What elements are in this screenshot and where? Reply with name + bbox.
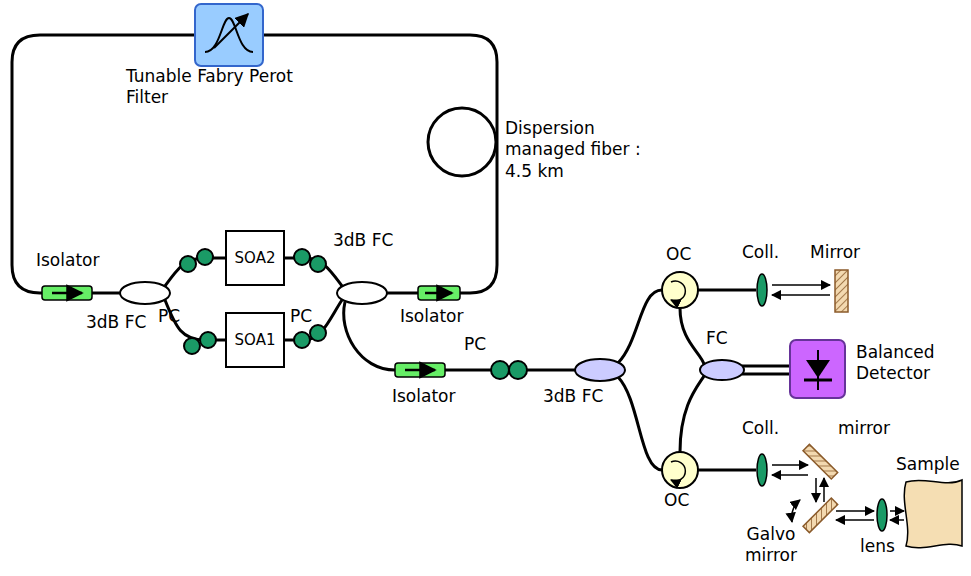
isolator xyxy=(405,369,435,372)
part-label: PC xyxy=(290,306,312,327)
part-label: OC xyxy=(664,490,689,511)
fiber-coupler xyxy=(575,359,744,381)
part-label: Coll. xyxy=(742,418,779,439)
balanced-detector xyxy=(790,340,845,398)
fiber-coupler xyxy=(700,360,744,380)
fabry-perot-filter xyxy=(195,4,263,66)
part-label: Galvo mirror xyxy=(738,524,804,567)
amplifier-box: SOA2 xyxy=(225,230,285,286)
fiber-path xyxy=(12,35,790,470)
beam-arrow xyxy=(815,478,817,502)
part-label: mirror xyxy=(838,418,890,439)
isolator xyxy=(52,292,82,295)
fiber-path xyxy=(680,376,704,452)
part-label: Mirror xyxy=(810,242,860,263)
mirror xyxy=(803,498,838,533)
fiber-path xyxy=(742,365,790,368)
beam-arrow xyxy=(890,510,904,512)
part-label: 3dB FC xyxy=(543,386,603,407)
amplifier-box: SOA1 xyxy=(225,312,285,368)
mirror xyxy=(803,444,838,479)
fiber-coupler xyxy=(120,282,170,304)
fiber-path xyxy=(344,302,395,370)
polarization-controller xyxy=(180,256,196,272)
beam-arrow xyxy=(772,474,808,476)
beam-arrow xyxy=(772,294,830,296)
fiber-path xyxy=(618,290,662,363)
fabry-perot-filter xyxy=(214,14,248,48)
isolator xyxy=(425,292,452,295)
part-label: Isolator xyxy=(36,250,99,271)
part-label: PC xyxy=(464,334,486,355)
polarization-controller xyxy=(491,361,509,379)
optical-circulator xyxy=(662,452,698,488)
mirror xyxy=(803,270,848,533)
fiber-path xyxy=(263,35,497,293)
part-label: 3dB FC xyxy=(86,312,146,333)
part-label: Balanced Detector xyxy=(856,342,966,385)
part-label: PC xyxy=(158,306,180,327)
collimator-lens xyxy=(757,274,767,306)
node-label: SOA1 xyxy=(235,331,276,349)
fiber-path xyxy=(742,373,790,376)
sample xyxy=(904,480,962,548)
beam-arrow xyxy=(772,464,808,466)
part-label: Dispersion managed fiber : 4.5 km xyxy=(505,118,665,182)
fabry-perot-filter xyxy=(205,18,253,52)
fiber-path xyxy=(698,469,756,472)
fiber-spool xyxy=(428,108,496,176)
optical-circulator xyxy=(662,272,698,488)
optical-circulator xyxy=(662,272,698,308)
part-label: Isolator xyxy=(392,386,455,407)
fiber-path xyxy=(680,308,704,364)
beam-arrow xyxy=(836,510,874,512)
isolator xyxy=(395,363,445,377)
polarization-controller xyxy=(197,249,213,265)
part-label: 3dB FC xyxy=(333,230,393,251)
beam-arrow xyxy=(772,285,904,522)
polarization-controller xyxy=(184,338,200,354)
optical-circulator xyxy=(671,281,685,301)
part-label: OC xyxy=(666,244,691,265)
polarization-controller xyxy=(310,256,326,272)
balanced-detector xyxy=(817,350,819,390)
part-label: Isolator xyxy=(400,306,463,327)
part-label: lens xyxy=(860,536,895,557)
polarization-controller xyxy=(294,249,310,265)
part-label: Sample xyxy=(896,454,960,475)
isolator xyxy=(42,286,92,300)
part-label: Coll. xyxy=(742,242,779,263)
fiber-path xyxy=(698,289,756,292)
collimator-lens xyxy=(877,499,887,531)
fiber-coupler xyxy=(337,282,387,304)
node-label: SOA2 xyxy=(235,249,276,267)
polarization-controller xyxy=(509,361,527,379)
beam-arrow xyxy=(890,519,904,521)
mirror xyxy=(835,270,848,312)
optical-circulator xyxy=(671,461,685,481)
collimator-lens xyxy=(757,454,767,486)
polarization-controller xyxy=(310,325,326,341)
beam-arrow xyxy=(823,478,825,502)
fiber-path xyxy=(618,377,662,470)
collimator-lens xyxy=(757,274,887,531)
beam-arrow xyxy=(836,519,874,521)
fiber-path xyxy=(285,300,342,340)
fiber-path xyxy=(385,292,418,295)
beam-arrow xyxy=(792,500,800,522)
isolator xyxy=(418,286,460,300)
fiber-path xyxy=(92,292,120,295)
part-label: Tunable Fabry Perot Filter xyxy=(126,66,311,109)
fiber-coupler xyxy=(575,359,625,381)
balanced-detector xyxy=(790,340,845,398)
polarization-controller xyxy=(200,332,216,348)
part-label: FC xyxy=(706,328,728,349)
polarization-controller xyxy=(294,332,310,348)
isolator xyxy=(42,286,460,377)
beam-arrow xyxy=(772,284,830,286)
fabry-perot-filter xyxy=(195,4,263,66)
